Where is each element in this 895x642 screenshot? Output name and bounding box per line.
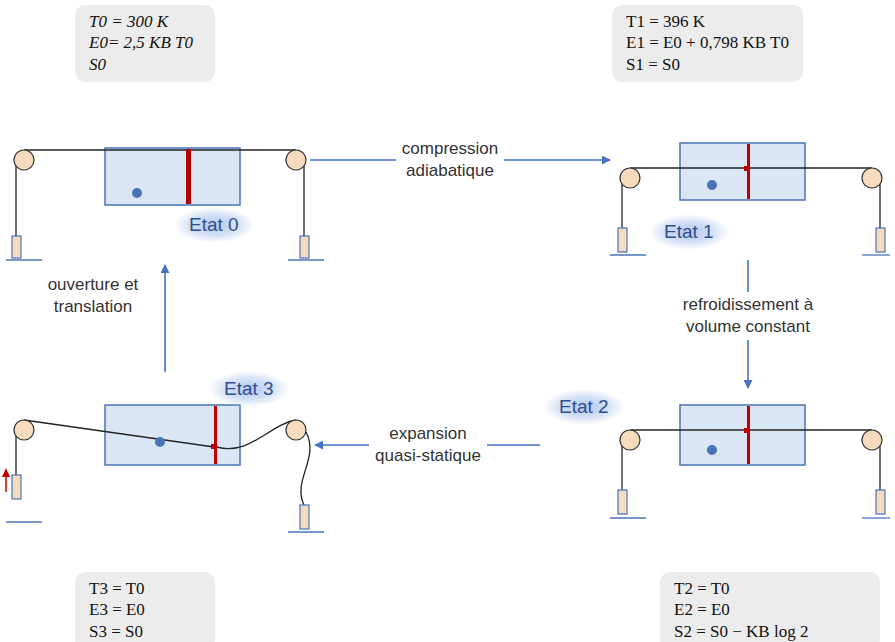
base — [862, 517, 890, 518]
rope — [630, 167, 872, 168]
weight — [12, 475, 21, 499]
weight — [12, 236, 21, 258]
state-values-box: T1 = 396 KE1 = E0 + 0,798 KB T0S1 = S0 — [612, 5, 803, 82]
weight — [618, 228, 627, 252]
piston — [214, 406, 217, 464]
weight — [876, 490, 885, 514]
state-label: Etat 1 — [650, 215, 728, 249]
process-label: refroidissement à volume constant — [668, 292, 828, 340]
rope — [24, 149, 296, 150]
state-value: S1 = S0 — [626, 54, 789, 75]
process-label: ouverture et translation — [39, 272, 147, 320]
rope — [879, 442, 880, 490]
state-value: S3 = S0 — [89, 621, 201, 642]
piston — [747, 406, 750, 464]
weight — [300, 505, 309, 529]
pulley — [286, 420, 306, 440]
state-value: T0 = 300 K — [89, 11, 201, 32]
state-region: Etat 1 — [610, 135, 890, 260]
state-values-box: T3 = T0E3 = E0S3 = S0 — [75, 572, 215, 642]
base — [610, 254, 646, 255]
pulley — [286, 150, 306, 170]
state-label: Etat 2 — [545, 390, 623, 424]
piston-nub — [211, 444, 217, 449]
state-region: Etat 2 — [540, 388, 890, 525]
weight — [300, 236, 309, 258]
process-label: compression adiabatique — [396, 136, 504, 184]
pulley — [862, 430, 882, 450]
state-value: E1 = E0 + 0,798 KB T0 — [626, 32, 789, 53]
state-value: E2 = E0 — [674, 599, 866, 620]
slack-rope — [217, 420, 296, 449]
state-values-box: T0 = 300 KE0= 2,5 KB T0S0 — [75, 5, 215, 82]
rope — [15, 162, 16, 236]
rope — [15, 432, 16, 475]
pulley — [620, 168, 640, 188]
pulley — [862, 168, 882, 188]
slack-rope — [301, 432, 310, 505]
state-value: S2 = S0 − KB log 2 — [674, 621, 866, 642]
rope — [879, 180, 880, 228]
rope — [621, 442, 622, 490]
lift-arrow-head — [2, 468, 10, 477]
state-value: S0 — [89, 54, 201, 75]
pulley — [14, 420, 34, 440]
rope — [24, 420, 214, 447]
state-value: T1 = 396 K — [626, 11, 789, 32]
state-values-box: T2 = T0E2 = E0S2 = S0 − KB log 2 — [660, 572, 880, 642]
base — [610, 517, 646, 518]
gas-particle — [707, 445, 717, 455]
gas-particle — [155, 437, 165, 447]
state-region: Etat 3 — [5, 372, 315, 542]
pulley — [14, 150, 34, 170]
rope — [630, 429, 872, 430]
gas-particle — [707, 180, 717, 190]
piston — [747, 144, 750, 199]
gas-particle — [132, 188, 142, 198]
base — [862, 254, 890, 255]
state-region: Etat 0 — [5, 140, 310, 265]
base — [288, 531, 324, 532]
piston — [186, 149, 191, 204]
cylinder — [680, 143, 805, 200]
base — [288, 259, 324, 260]
rope — [303, 162, 304, 236]
process-arrow — [164, 265, 166, 372]
state-label: Etat 0 — [175, 208, 253, 242]
cylinder — [105, 148, 240, 205]
state-value: E0= 2,5 KB T0 — [89, 32, 201, 53]
base — [6, 521, 42, 522]
process-label: expansion quasi-statique — [369, 421, 487, 469]
state-value: T3 = T0 — [89, 578, 201, 599]
weight — [618, 490, 627, 514]
piston-nub — [744, 428, 750, 433]
rope — [621, 180, 622, 228]
pulley — [620, 430, 640, 450]
state-label: Etat 3 — [210, 372, 288, 406]
base — [6, 259, 42, 260]
cylinder — [680, 405, 805, 465]
weight — [876, 228, 885, 252]
piston-nub — [744, 166, 750, 171]
state-value: E3 = E0 — [89, 599, 201, 620]
state-value: T2 = T0 — [674, 578, 866, 599]
